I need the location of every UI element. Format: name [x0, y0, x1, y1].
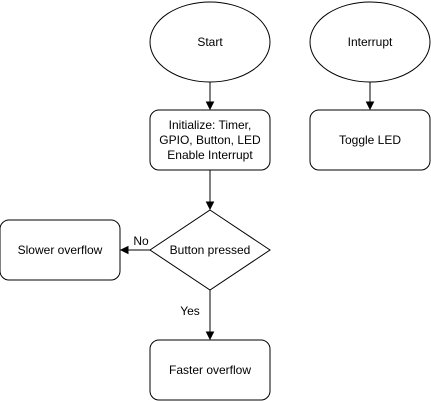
button-pressed-decision[interactable]: Button pressed — [149, 209, 271, 291]
faster-overflow-label: Faster overflow — [169, 363, 251, 377]
edge-decision-to-slower: No — [119, 234, 150, 255]
toggle-led-node[interactable]: Toggle LED — [309, 109, 431, 171]
edge-start-to-initialize — [205, 82, 215, 111]
edge-initialize-to-decision — [205, 170, 215, 211]
interrupt-node[interactable]: Interrupt — [309, 1, 431, 83]
initialize-label-line-2: GPIO, Button, LED — [159, 133, 261, 147]
yes-label: Yes — [180, 304, 200, 318]
edge-interrupt-to-toggle — [365, 82, 375, 111]
interrupt-label: Interrupt — [348, 35, 393, 49]
edge-decision-to-faster: Yes — [180, 290, 215, 341]
button-pressed-label: Button pressed — [170, 243, 251, 257]
slower-overflow-label: Slower overflow — [18, 243, 103, 257]
start-label: Start — [197, 35, 223, 49]
slower-overflow-node[interactable]: Slower overflow — [0, 219, 121, 281]
no-label: No — [133, 234, 149, 248]
start-node[interactable]: Start — [149, 1, 271, 83]
initialize-node[interactable]: Initialize: Timer, GPIO, Button, LED Ena… — [149, 109, 271, 171]
initialize-label-line-1: Initialize: Timer, — [169, 118, 252, 132]
faster-overflow-node[interactable]: Faster overflow — [149, 339, 271, 401]
initialize-label-line-3: Enable Interrupt — [167, 148, 253, 162]
toggle-led-label: Toggle LED — [339, 133, 401, 147]
